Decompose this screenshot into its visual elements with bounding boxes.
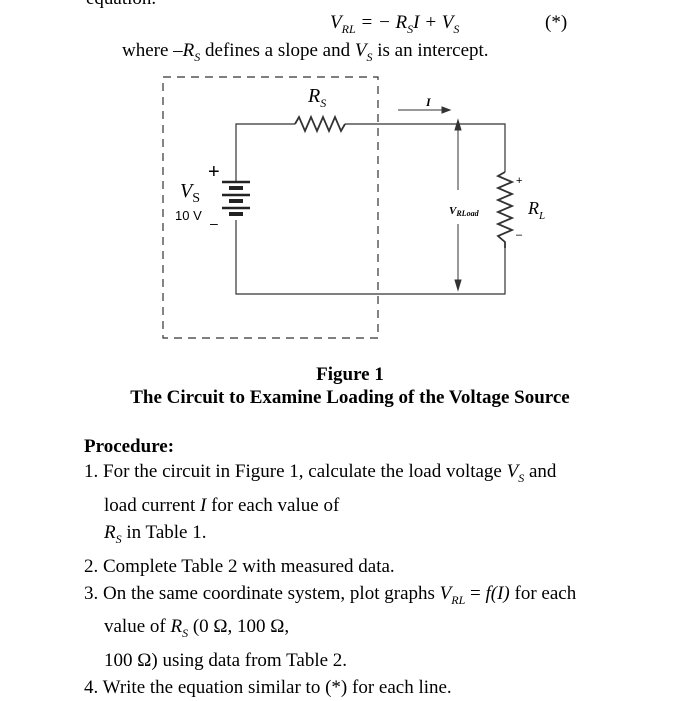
rl-minus-sign: – (516, 229, 523, 241)
equation-explanation: where –RS defines a slope and VS is an i… (122, 40, 489, 64)
source-boundary (162, 76, 379, 339)
vload-label: VRLoad (449, 205, 480, 218)
circuit-wires (235, 123, 506, 295)
battery-plus-sign: + (208, 161, 220, 183)
circuit-diagram: RS I + – VS 10 V VRLoad + – RL (162, 76, 545, 339)
top-fragment-text: equation. (86, 0, 156, 10)
battery-minus-sign: – (210, 215, 218, 231)
figure-caption: The Circuit to Examine Loading of the Vo… (130, 387, 570, 408)
vs-label: VS (180, 180, 200, 206)
current-label: I (425, 95, 432, 109)
procedure-step-2: 2. Complete Table 2 with measured data. (84, 555, 395, 577)
vload-arrows (454, 118, 462, 292)
rl-label: RL (527, 198, 545, 222)
equation-tag: (*) (545, 12, 568, 33)
resistor-rs-symbol (294, 114, 346, 134)
rl-plus-sign: + (516, 175, 522, 187)
procedure-step-4: 4. Write the equation similar to (*) for… (84, 677, 452, 699)
figure-number: Figure 1 (316, 364, 384, 385)
procedure-step-1: 1. For the circuit in Figure 1, calculat… (84, 461, 557, 546)
resistor-rl-symbol (495, 171, 515, 248)
rs-label: RS (307, 85, 326, 110)
battery-symbol (222, 180, 250, 216)
procedure-heading: Procedure: (84, 436, 175, 457)
procedure-step-3: 3. On the same coordinate system, plot g… (84, 582, 577, 672)
procedure-list: 1. For the circuit in Figure 1, calculat… (84, 458, 644, 701)
main-equation: VRL = − RSI + VS (330, 12, 460, 36)
vs-value: 10 V (175, 208, 202, 223)
current-arrow (398, 106, 452, 114)
